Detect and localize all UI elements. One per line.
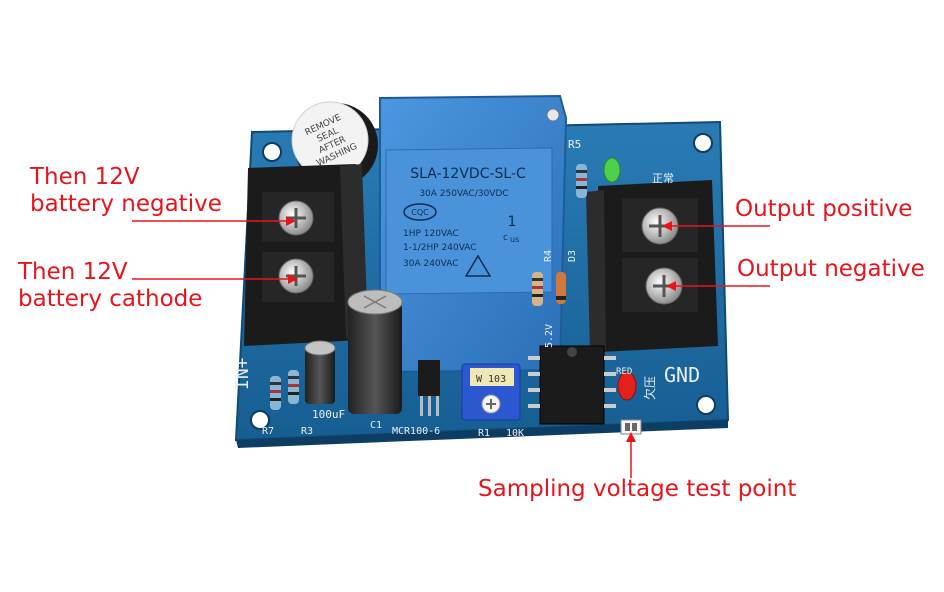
silk-r3: R3 — [301, 426, 313, 437]
mount-hole — [262, 142, 282, 162]
mount-hole — [696, 395, 716, 415]
silk-d3: D3 — [567, 250, 578, 262]
resistor — [532, 272, 543, 306]
callout-output-negative: Output negative — [737, 256, 925, 282]
callout-lines — [132, 216, 770, 478]
silk-mcr: MCR100-6 — [392, 426, 440, 437]
resistor — [288, 370, 299, 404]
silk-red: RED — [616, 367, 632, 377]
resistor — [576, 164, 587, 198]
relay-rating: 30A 250VAC/30VDC — [419, 189, 508, 199]
relay: SLA-12VDC-SL-C 30A 250VAC/30VDC CQC 1 c … — [379, 94, 568, 374]
input-terminal-block — [244, 164, 368, 346]
silk-r7: R7 — [262, 426, 274, 437]
callout-line: Then 12V — [18, 259, 128, 285]
warning-icon — [464, 254, 492, 277]
relay-cert-c: c — [503, 233, 508, 243]
callout-output-positive: Output positive — [735, 196, 913, 222]
test-point — [620, 419, 642, 435]
green-led — [603, 157, 621, 183]
small-capacitor — [304, 340, 336, 404]
relay-cqc-mark: CQC — [411, 208, 429, 217]
silk-undervoltage: 欠压 — [642, 376, 657, 400]
silk-in-plus: IN+ — [232, 357, 253, 390]
relay-rating: 30A 240VAC — [403, 259, 459, 269]
silk-zener: 5.2V — [544, 324, 555, 348]
callout-test-point: Sampling voltage test point — [478, 476, 797, 502]
pot-marking: W 103 — [476, 374, 506, 385]
relay-one: 1 — [508, 214, 517, 230]
potentiometer — [461, 363, 521, 421]
silk-r1-value: 10K — [506, 428, 524, 439]
relay-rating: 1HP 120VAC — [403, 229, 459, 239]
mount-hole — [250, 410, 270, 430]
ic-chip — [528, 345, 616, 425]
silk-gnd: GND — [664, 363, 700, 387]
relay-model: SLA-12VDC-SL-C — [410, 166, 526, 182]
thyristor — [418, 360, 440, 416]
silk-normal: 正常 — [652, 172, 674, 185]
relay-rating: 1-1/2HP 240VAC — [403, 243, 477, 253]
electrolytic-capacitor — [347, 289, 403, 414]
silk-r1: R1 — [478, 428, 490, 439]
callout-line: Then 12V — [30, 164, 140, 190]
silk-c1: C1 — [370, 420, 382, 431]
callout-battery-cathode: Then 12V battery cathode — [18, 259, 202, 313]
mount-hole — [693, 133, 713, 153]
silk-r4: R4 — [543, 250, 554, 262]
output-terminal-block — [586, 180, 718, 352]
silk-100uf: 100uF — [312, 408, 345, 421]
callout-line: battery cathode — [18, 286, 203, 312]
diode — [556, 272, 566, 304]
callout-battery-negative: Then 12V battery negative — [30, 164, 222, 218]
red-led — [617, 371, 637, 401]
relay-cert-us: us — [510, 235, 519, 244]
silk-r5: R5 — [568, 138, 581, 151]
resistor — [270, 376, 281, 410]
callout-line: battery negative — [30, 191, 222, 217]
